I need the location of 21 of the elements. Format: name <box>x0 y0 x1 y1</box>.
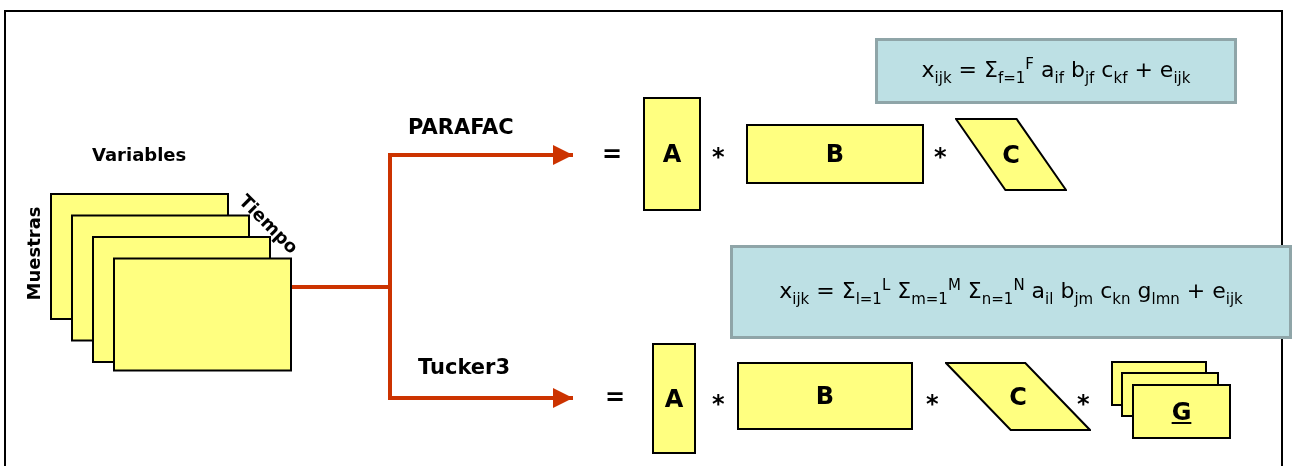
operator-sign: * <box>934 143 947 171</box>
matrix-box: A <box>643 97 701 211</box>
matrix-stack-drawing <box>1111 361 1232 439</box>
operator-sign: * <box>926 390 939 418</box>
matrix-box: A <box>652 343 696 454</box>
operator-sign: * <box>1077 390 1090 418</box>
axis-label: Muestras <box>22 206 44 301</box>
matrix-parallelogram <box>955 118 1067 191</box>
operator-sign: * <box>712 390 725 418</box>
operator-sign: * <box>712 143 725 171</box>
axis-label: Variables <box>92 144 187 165</box>
matrix-letter: C <box>1009 382 1027 411</box>
matrix-letter: G <box>1171 398 1192 426</box>
matrix-parallelogram <box>945 362 1091 431</box>
formula-box: x$_{ijk}$ = Σ$_{f=1}$$^{F}$ a$_{if}$ b$_{jf}$ c$_{kf}$ + e$_{ijk}$ <box>875 38 1237 104</box>
operator-sign: = <box>602 140 623 168</box>
operator-sign: = <box>605 383 626 411</box>
matrix-box: B <box>737 362 913 430</box>
matrix-box: B <box>746 124 924 184</box>
formula-box: x$_{ijk}$ = Σ$_{l=1}$$^{L}$ Σ$_{m=1}$$^{M}$ Σ$_{n=1}$$^{N}$ a$_{il}$ b$_{jm}$ c$_{kn}$ g$_{lmn}$ + e$_{ijk}$ <box>730 245 1292 339</box>
matrix-letter: C <box>1002 140 1020 169</box>
